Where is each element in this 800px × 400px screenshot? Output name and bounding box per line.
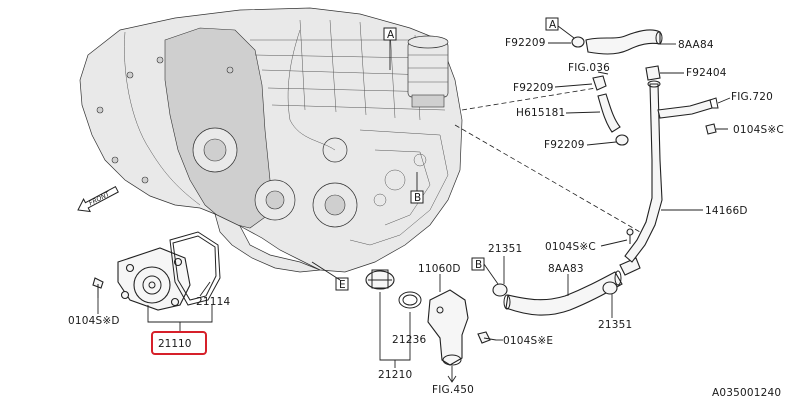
label-11060D: 11060D — [418, 263, 461, 275]
clamp-b — [492, 283, 508, 297]
elbow-small — [592, 75, 607, 91]
upper-hose — [585, 29, 663, 55]
label-F92209-b: F92209 — [513, 82, 554, 94]
fitting-f92404 — [645, 65, 661, 81]
label-F92404: F92404 — [686, 67, 727, 79]
label-8AA84: 8AA84 — [678, 39, 714, 51]
thermostat-cover — [427, 289, 469, 366]
svg-text:E: E — [339, 279, 346, 291]
label-21114: 21114 — [196, 296, 231, 308]
label-H615181: H615181 — [516, 107, 565, 119]
clamp-f92209-top — [571, 36, 585, 48]
label-fig450: FIG.450 — [432, 384, 474, 396]
label-0104SD: 0104S※D — [68, 315, 120, 327]
ref-box-e — [335, 277, 349, 291]
clamp-right — [602, 281, 618, 295]
label-fig720: FIG.720 — [731, 91, 773, 103]
highlight-21110 — [151, 331, 207, 355]
label-21236: 21236 — [392, 334, 427, 346]
bolt-d — [92, 277, 104, 298]
pump-gasket — [169, 231, 221, 306]
svg-text:A: A — [387, 29, 395, 41]
lower-hose — [503, 270, 623, 316]
thermostat-gasket — [398, 291, 422, 309]
water-pump — [117, 247, 191, 311]
label-21351-b: 21351 — [598, 319, 632, 331]
label-14166D: 14166D — [705, 205, 748, 217]
label-fig036: FIG.036 — [568, 62, 610, 74]
engine-block — [79, 7, 641, 273]
label-F92209-a: F92209 — [505, 37, 546, 49]
coolant-pipe — [624, 80, 719, 263]
label-21110: 21110 — [158, 338, 191, 350]
label-F92209-c: F92209 — [544, 139, 585, 151]
label-21210: 21210 — [378, 369, 412, 381]
label-8AA83: 8AA83 — [548, 263, 584, 275]
thermostat — [365, 269, 395, 290]
bolt-e — [477, 331, 497, 344]
clamp-f92209-bottom — [615, 134, 629, 146]
svg-text:B: B — [414, 192, 421, 204]
ref-box-a-right — [545, 17, 559, 31]
svg-text:A: A — [549, 19, 557, 31]
label-0104SC-upper: 0104S※C — [733, 124, 784, 136]
small-hose — [597, 93, 621, 133]
front-arrow: FRONT — [77, 186, 119, 213]
document-code: A035001240 — [712, 387, 781, 399]
label-0104SC-lower: 0104S※C — [545, 241, 596, 253]
svg-text:B: B — [475, 259, 482, 271]
label-0104SE: 0104S※E — [503, 335, 553, 347]
bolt-c-upper — [705, 123, 728, 135]
label-21351-a: 21351 — [488, 243, 522, 255]
front-label: FRONT — [88, 189, 112, 207]
